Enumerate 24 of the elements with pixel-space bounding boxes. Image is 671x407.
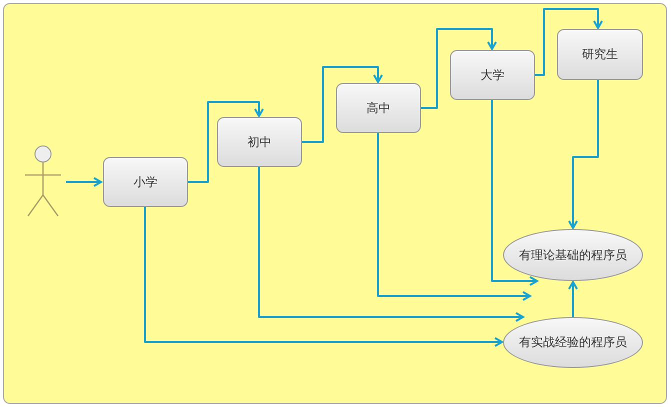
arrow — [144, 207, 503, 347]
stage-box — [217, 117, 302, 167]
node-label: 初中 — [248, 134, 272, 150]
arrow — [258, 167, 524, 322]
node-label: 有理论基础的程序员 — [519, 246, 627, 264]
arrow — [421, 28, 497, 109]
node-label: 有实战经验的程序员 — [519, 334, 627, 351]
node-label: 小学 — [134, 174, 158, 190]
node-label: 研究生 — [582, 46, 618, 63]
arrow — [66, 177, 102, 187]
arrow — [568, 281, 578, 317]
arrow — [377, 133, 531, 301]
node-label: 大学 — [480, 66, 504, 84]
stage-box — [450, 50, 535, 100]
person-icon — [24, 145, 62, 217]
stage-box — [103, 157, 188, 207]
arrow — [491, 100, 538, 286]
arrow — [568, 80, 599, 229]
arrow — [535, 8, 603, 76]
arrow — [302, 66, 383, 143]
stage-box — [557, 29, 643, 80]
stage-box — [336, 83, 421, 133]
arrow — [188, 101, 264, 183]
node-label: 高中 — [366, 100, 390, 116]
